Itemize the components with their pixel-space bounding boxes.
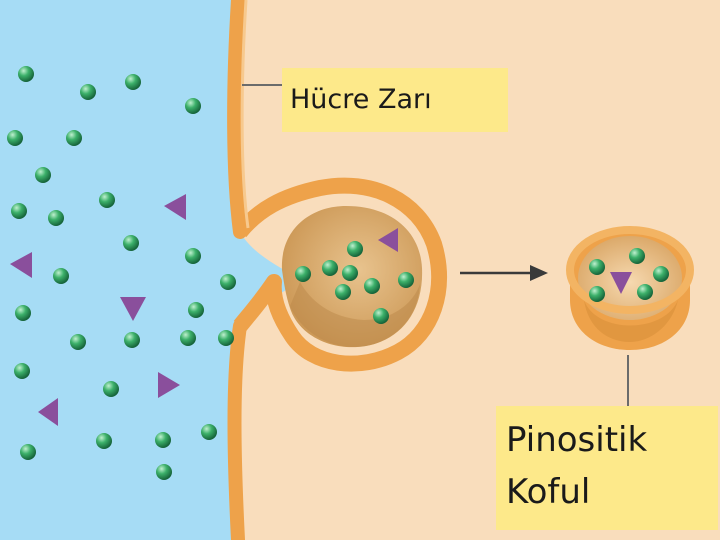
molecule-icon xyxy=(629,248,645,264)
molecule-icon xyxy=(335,284,351,300)
molecule-icon xyxy=(15,305,31,321)
molecule-icon xyxy=(103,381,119,397)
pinocytic-vesicle-label-line-1: Pinositik xyxy=(506,414,708,466)
molecule-icon xyxy=(123,235,139,251)
molecule-icon xyxy=(637,284,653,300)
molecule-icon xyxy=(156,464,172,480)
cell-membrane-upper xyxy=(234,0,240,232)
molecule-icon xyxy=(14,363,30,379)
molecule-icon xyxy=(80,84,96,100)
molecule-icon xyxy=(48,210,64,226)
molecule-icon xyxy=(180,330,196,346)
pinocytic-vesicle xyxy=(570,228,690,350)
molecule-icon xyxy=(7,130,23,146)
molecule-icon xyxy=(70,334,86,350)
molecule-icon xyxy=(53,268,69,284)
molecule-icon xyxy=(295,266,311,282)
cell-membrane-label: Hücre Zarı xyxy=(282,68,508,132)
molecule-icon xyxy=(185,248,201,264)
molecule-icon xyxy=(124,332,140,348)
molecule-icon xyxy=(653,266,669,282)
molecule-icon xyxy=(20,444,36,460)
molecule-icon xyxy=(589,259,605,275)
molecule-icon xyxy=(125,74,141,90)
molecule-icon xyxy=(201,424,217,440)
cell-membrane-label-text: Hücre Zarı xyxy=(290,84,432,115)
molecule-icon xyxy=(11,203,27,219)
molecule-icon xyxy=(188,302,204,318)
molecule-icon xyxy=(18,66,34,82)
molecule-icon xyxy=(218,330,234,346)
molecule-icon xyxy=(220,274,236,290)
molecule-icon xyxy=(589,286,605,302)
molecule-icon xyxy=(364,278,380,294)
molecule-icon xyxy=(347,241,363,257)
molecule-icon xyxy=(99,192,115,208)
molecule-icon xyxy=(373,308,389,324)
cell-membrane-lower xyxy=(235,326,241,540)
molecule-icon xyxy=(342,265,358,281)
pinocytic-vesicle-label: Pinositik Koful xyxy=(496,406,718,530)
molecule-icon xyxy=(96,433,112,449)
molecule-icon xyxy=(185,98,201,114)
molecule-icon xyxy=(66,130,82,146)
molecule-icon xyxy=(155,432,171,448)
pinocytic-vesicle-label-line-2: Koful xyxy=(506,466,708,518)
molecule-icon xyxy=(398,272,414,288)
molecule-icon xyxy=(35,167,51,183)
molecule-icon xyxy=(322,260,338,276)
